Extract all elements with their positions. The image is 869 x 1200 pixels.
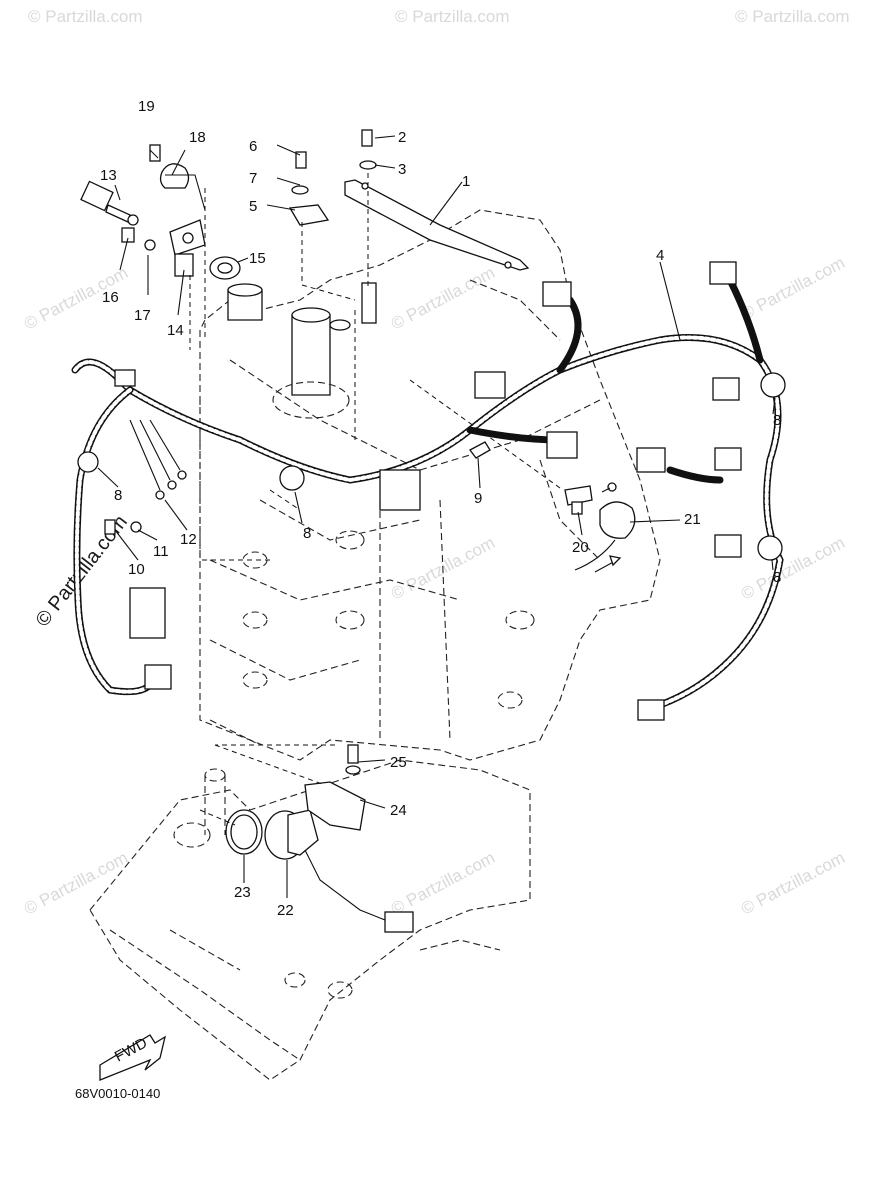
callout-10: 10 <box>128 561 145 578</box>
callout-20: 20 <box>572 539 589 556</box>
watermark: © Partzilla.com <box>388 263 498 334</box>
callout-25: 25 <box>390 754 407 771</box>
callout-15: 15 <box>249 250 266 267</box>
callout-24: 24 <box>390 802 407 819</box>
callout-22: 22 <box>277 902 294 919</box>
harness-clamp <box>77 451 99 473</box>
callout-8-center: 8 <box>303 525 311 542</box>
callout-1: 1 <box>462 173 470 190</box>
engine-block <box>199 209 661 761</box>
connector <box>474 371 506 399</box>
callout-9: 9 <box>474 490 482 507</box>
callout-12: 12 <box>180 531 197 548</box>
connector <box>712 377 740 401</box>
connector <box>714 447 742 471</box>
callout-18: 18 <box>189 129 206 146</box>
callout-14: 14 <box>167 322 184 339</box>
callout-13: 13 <box>100 167 117 184</box>
connector <box>637 699 665 721</box>
callout-7: 7 <box>249 170 257 187</box>
callout-2: 2 <box>398 129 406 146</box>
callout-11: 11 <box>153 543 169 560</box>
callout-4: 4 <box>656 247 664 264</box>
wire-harness <box>71 261 786 721</box>
harness-clamp <box>760 372 786 398</box>
leader-lines <box>97 135 776 898</box>
callout-6: 6 <box>249 138 257 155</box>
connector <box>714 534 742 558</box>
connector <box>379 469 421 511</box>
connector <box>542 281 572 307</box>
watermark: © Partzilla.com <box>738 253 848 324</box>
callout-8-left: 8 <box>114 487 122 504</box>
callout-3: 3 <box>398 161 406 178</box>
connector <box>114 369 136 387</box>
watermark: © Partzilla.com <box>21 848 131 919</box>
connector <box>709 261 737 285</box>
watermark: © Partzilla.com <box>395 7 510 26</box>
callout-8-right-bottom: 8 <box>773 569 781 586</box>
loose-parts <box>80 129 636 933</box>
callout-23: 23 <box>234 884 251 901</box>
callout-21: 21 <box>684 511 701 528</box>
callout-19: 19 <box>138 98 155 115</box>
forward-arrow: FWD <box>99 1034 166 1081</box>
connector <box>546 431 578 459</box>
callout-16: 16 <box>102 289 119 306</box>
watermark: © Partzilla.com <box>735 7 850 26</box>
connector <box>636 447 666 473</box>
callouts: 1 2 3 4 5 6 7 8 8 8 8 9 10 11 12 13 14 1… <box>100 98 781 919</box>
connector <box>129 587 166 639</box>
callout-8-right-top: 8 <box>773 412 781 429</box>
callout-17: 17 <box>134 307 151 324</box>
diagram-code: 68V0010-0140 <box>75 1086 160 1101</box>
watermark: © Partzilla.com <box>28 7 143 26</box>
watermark: © Partzilla.com <box>738 533 848 604</box>
callout-5: 5 <box>249 198 257 215</box>
bottom-cowling <box>89 759 531 1081</box>
harness-clamp <box>279 465 305 491</box>
watermark: © Partzilla.com <box>738 848 848 919</box>
harness-clamp <box>757 535 783 561</box>
connector <box>144 664 172 690</box>
